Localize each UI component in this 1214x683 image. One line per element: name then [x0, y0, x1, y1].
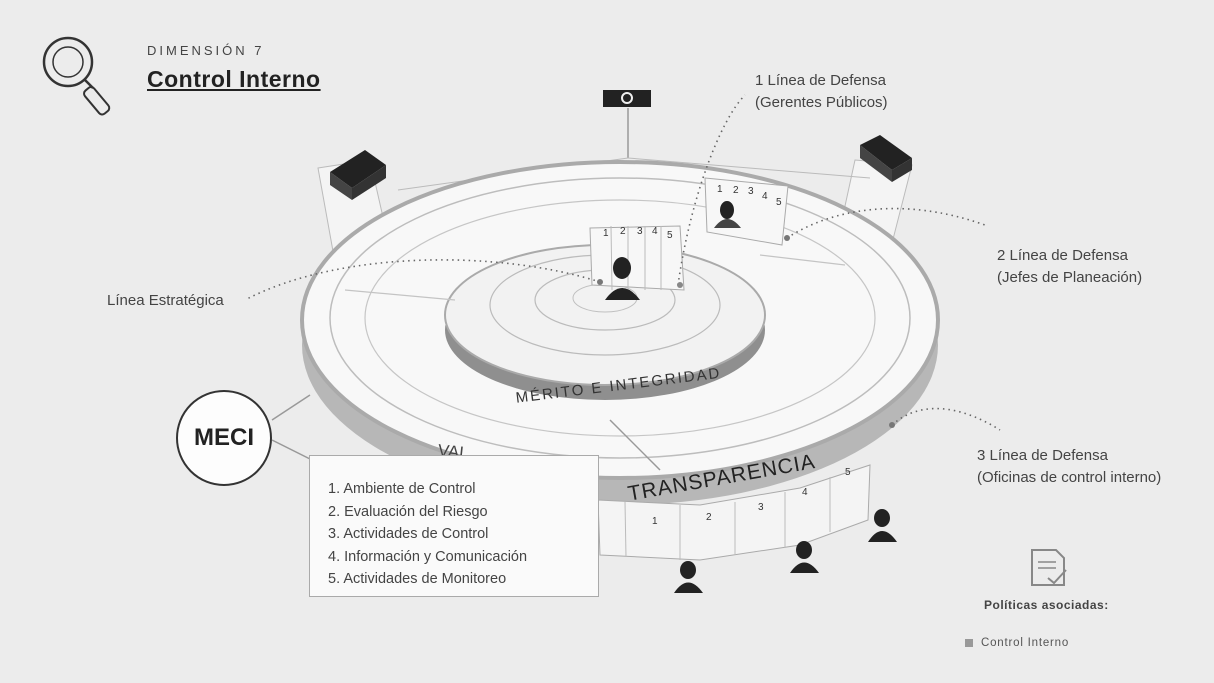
defense-line-2: 2 Línea de Defensa (Jefes de Planeación)	[997, 245, 1142, 289]
list-item: 3. Actividades de Control	[328, 526, 489, 542]
defense-line-3-subtitle: (Oficinas de control interno)	[977, 469, 1162, 486]
panel-num: 2	[620, 226, 626, 237]
defense-line-1-title: 1 Línea de Defensa	[755, 72, 886, 89]
panel-num: 5	[667, 230, 673, 241]
panel-num: 3	[637, 226, 643, 237]
leader-line2	[786, 207, 986, 239]
list-item: 1. Ambiente de Control	[328, 481, 476, 497]
magnifier-icon	[42, 36, 111, 116]
bottom-panel-numbers: 1 2 3 4 5	[652, 467, 851, 527]
bottom-panel	[597, 464, 871, 561]
panel-num: 1	[652, 516, 658, 527]
person-icon	[605, 257, 640, 300]
panel-num: 2	[706, 512, 712, 523]
bullet-square-icon	[965, 639, 973, 647]
camera-icon	[603, 90, 651, 107]
list-item: 4. Información y Comunicación	[328, 548, 528, 565]
components-list: 1. Ambiente de Control 2. Evaluación del…	[309, 455, 599, 597]
meci-badge: MECI	[176, 390, 272, 486]
leader-strategic	[244, 259, 601, 301]
briefcase-icon	[330, 150, 386, 200]
defense-line-3-title: 3 Línea de Defensa	[977, 447, 1108, 464]
person-icon	[790, 541, 819, 573]
panel-num: 2	[733, 185, 739, 196]
person-icon	[714, 201, 741, 228]
defense-line-3: 3 Línea de Defensa (Oficinas de control …	[977, 445, 1161, 489]
panel-num: 3	[748, 186, 754, 197]
panel-num: 5	[776, 197, 782, 208]
list-item: 2. Evaluación del Riesgo	[328, 503, 488, 520]
strategic-line-label: Línea Estratégica	[107, 292, 224, 309]
panel-num: 1	[603, 228, 609, 239]
dimension-label: DIMENSIÓN 7	[147, 43, 265, 58]
policy-item: Control Interno	[965, 637, 1069, 649]
right-panel	[704, 177, 789, 246]
person-icon	[674, 561, 703, 593]
panel-num: 1	[717, 184, 723, 195]
right-panel-numbers: 1 2 3 4 5	[717, 184, 782, 208]
defense-line-2-subtitle: (Jefes de Planeación)	[997, 269, 1143, 286]
panel-num: 4	[802, 487, 808, 498]
panel-num: 4	[652, 226, 658, 237]
leader-line1	[677, 94, 746, 286]
person-icon	[868, 509, 897, 542]
list-item: 5. Actividades de Monitoreo	[328, 571, 507, 587]
briefcase-icon	[860, 135, 912, 182]
page-title: Control Interno	[147, 66, 321, 92]
policies-title: Políticas asociadas:	[984, 598, 1109, 612]
defense-line-1-subtitle: (Gerentes Públicos)	[755, 94, 888, 111]
document-check-icon	[1031, 549, 1067, 586]
panel-num: 3	[758, 502, 764, 513]
defense-line-1: 1 Línea de Defensa (Gerentes Públicos)	[755, 70, 888, 114]
panel-num: 4	[762, 191, 768, 202]
policy-item-label: Control Interno	[981, 637, 1070, 649]
leader-line3	[891, 407, 1001, 431]
panel-num: 5	[845, 467, 851, 478]
center-panel-numbers: 1 2 3 4 5	[603, 226, 673, 241]
defense-line-2-title: 2 Línea de Defensa	[997, 247, 1128, 264]
